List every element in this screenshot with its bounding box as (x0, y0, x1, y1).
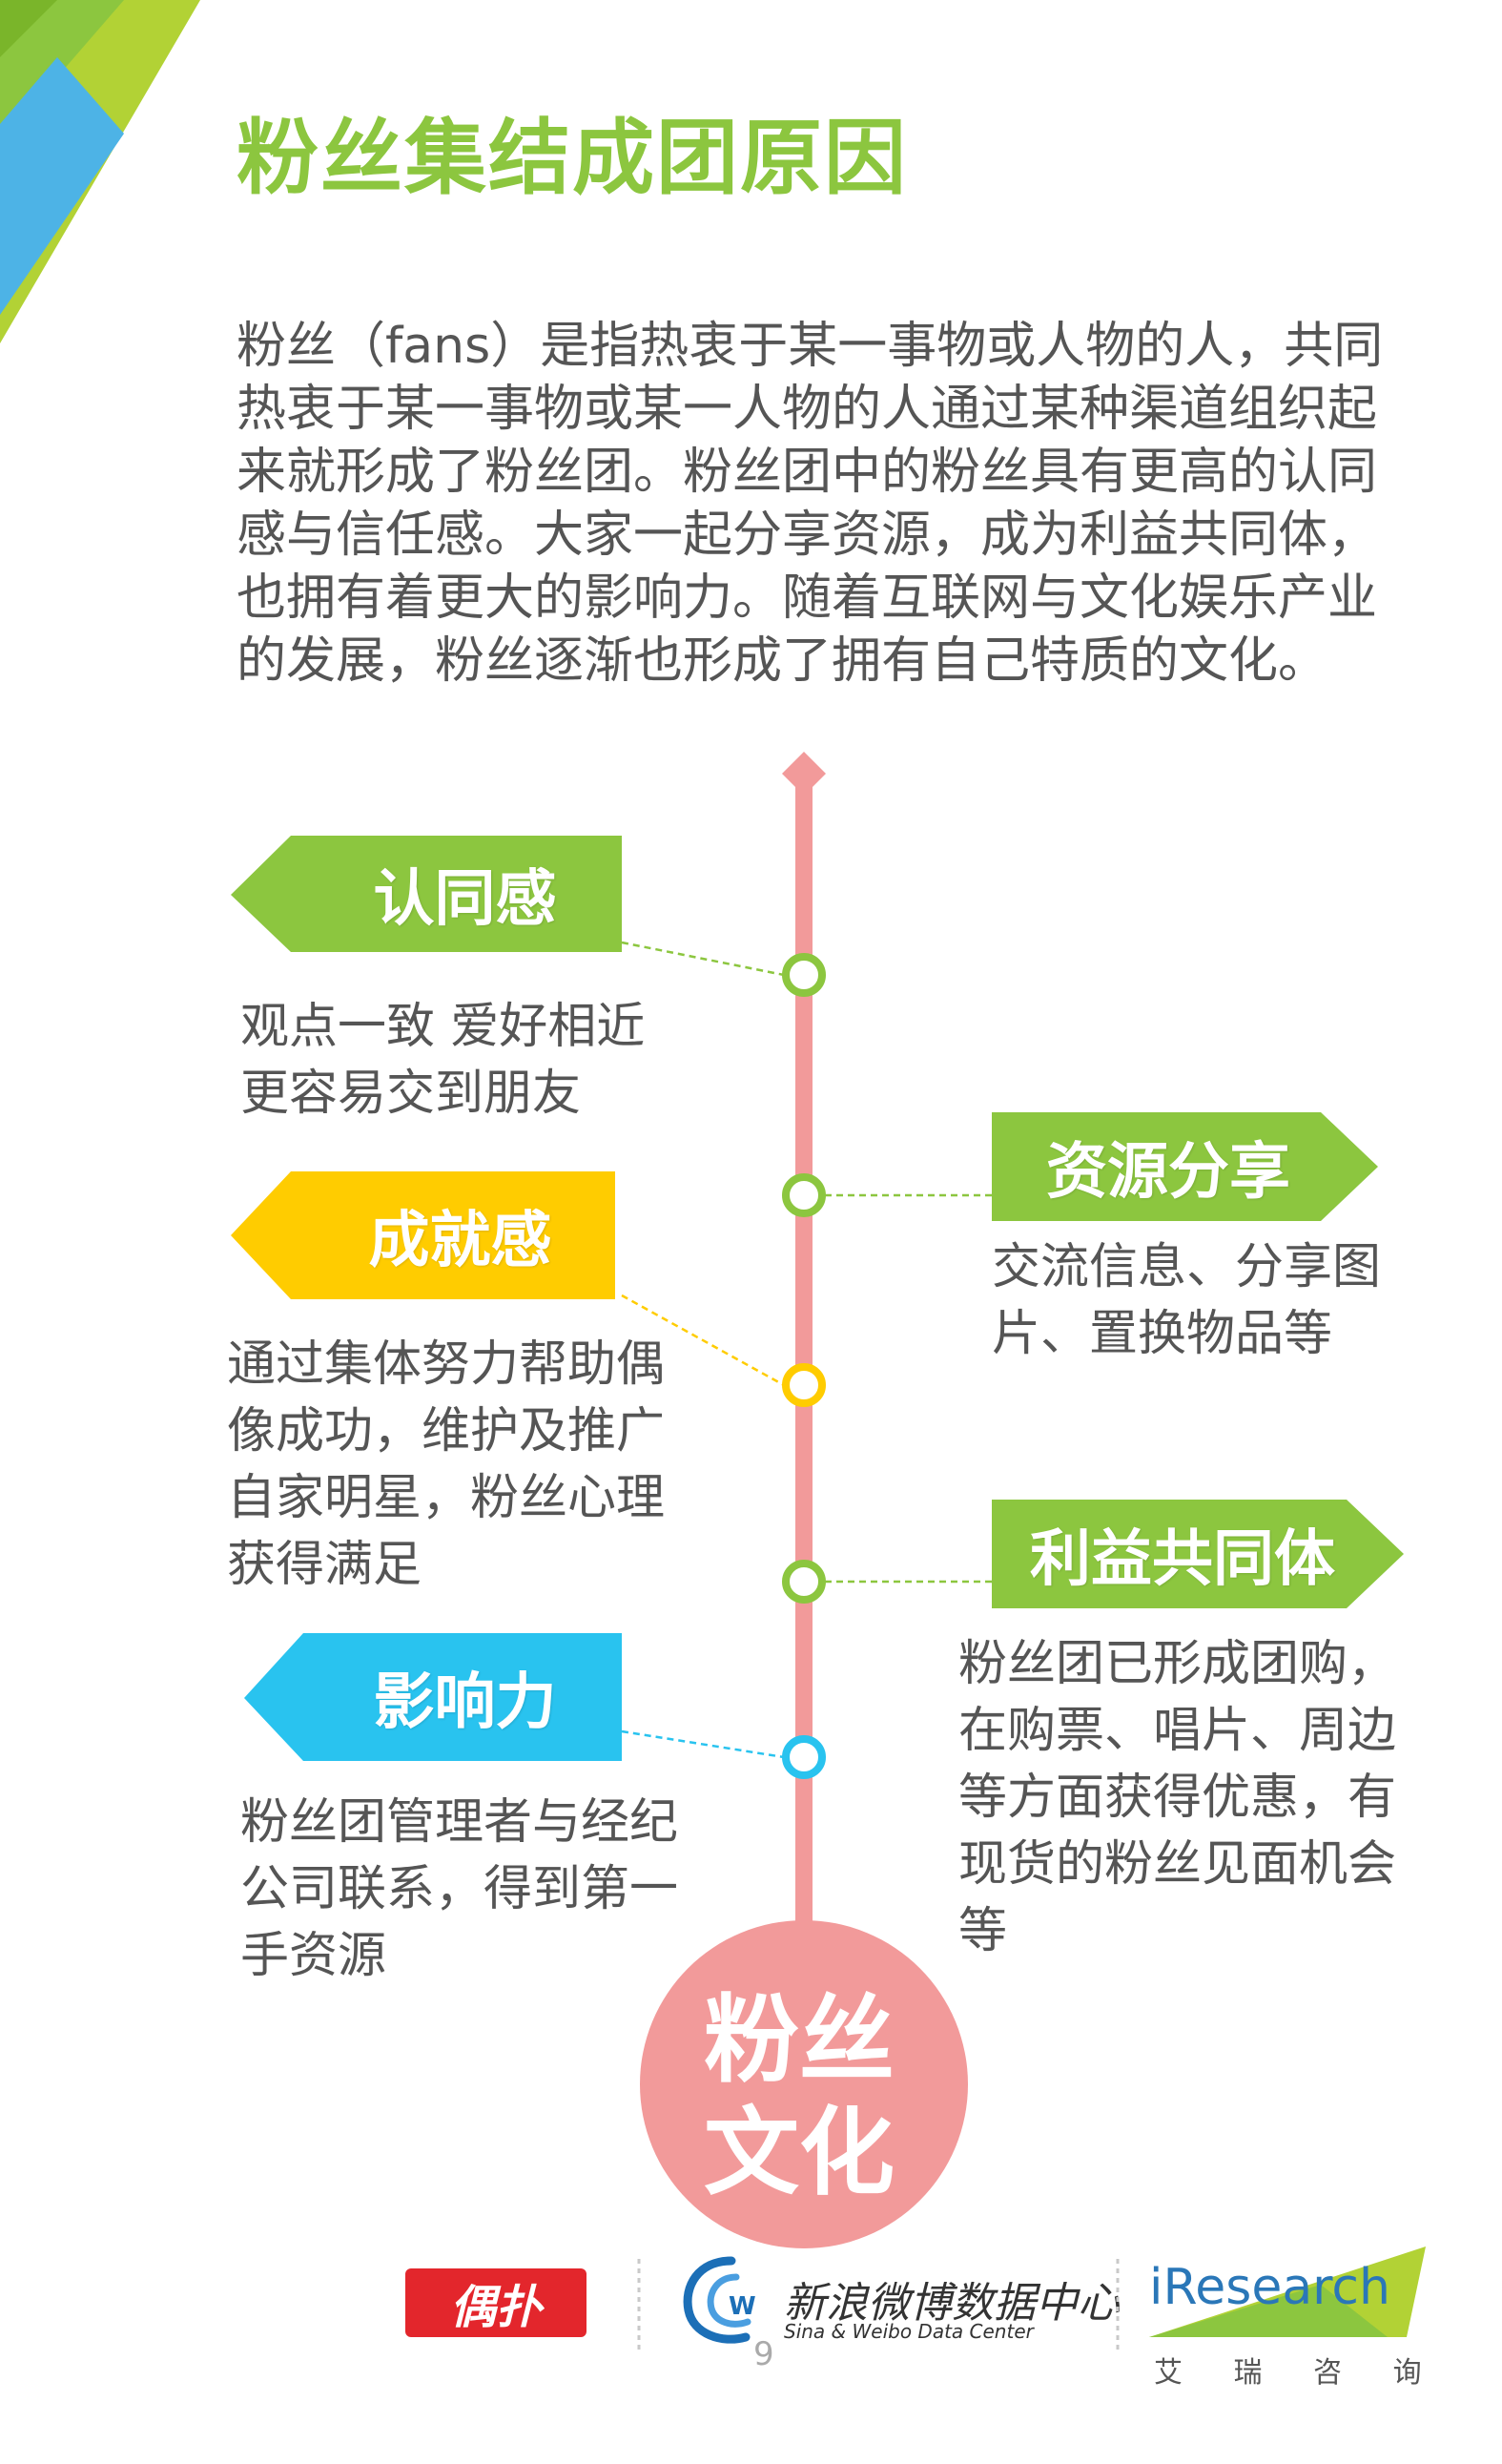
desc-sharing-line2: 片、置换物品等 (992, 1306, 1333, 1362)
desc-achievement-line1: 通过集体努力帮助偶 (227, 1336, 666, 1393)
desc-influence: 粉丝团管理者与经纪 公司联系，得到第一 手资源 (240, 1790, 678, 1990)
logo-oupu-text: 偶扑 (449, 2281, 542, 2334)
iresearch-logo-sub: 艾 瑞 咨 询 (1154, 2356, 1443, 2390)
label-interest: 利益共同体 (1030, 1524, 1335, 1595)
desc-interest-line2: 在购票、唱片、周边 (958, 1703, 1397, 1759)
page-number: 9 (753, 2335, 774, 2373)
desc-identity-line1: 观点一致 爱好相近 (240, 999, 646, 1055)
desc-interest: 粉丝团已形成团购， 在购票、唱片、周边 等方面获得优惠，有 现货的粉丝见面机会 … (958, 1631, 1396, 1965)
desc-interest-line3: 等方面获得优惠，有 (958, 1770, 1397, 1826)
svg-text:W: W (729, 2292, 756, 2321)
desc-achievement: 通过集体努力帮助偶 像成功，维护及推广 自家明星，粉丝心理 获得满足 (227, 1332, 665, 1599)
logo-oupu: 偶扑 (405, 2268, 586, 2337)
desc-identity: 观点一致 爱好相近 更容易交到朋友 (240, 994, 645, 1128)
weibo-logo-main: 新浪微博数据中心 (784, 2279, 1120, 2328)
desc-sharing-line1: 交流信息、分享图 (992, 1239, 1382, 1295)
divider-left (637, 2259, 641, 2350)
corner-decoration (0, 0, 200, 343)
desc-influence-line1: 粉丝团管理者与经纪 (240, 1794, 679, 1851)
iresearch-logo-main: iResearch (1149, 2259, 1390, 2316)
label-influence: 影响力 (373, 1667, 557, 1738)
label-achievement: 成就感 (368, 1206, 552, 1276)
desc-influence-line3: 手资源 (240, 1928, 387, 1984)
label-identity: 认同感 (373, 864, 557, 935)
desc-interest-line4: 现货的粉丝见面机会 (958, 1836, 1397, 1893)
desc-achievement-line2: 像成功，维护及推广 (227, 1403, 666, 1460)
page-title: 粉丝集结成团原因 (237, 111, 908, 206)
iresearch-logo-bg (1149, 2247, 1426, 2337)
center-line1: 粉丝 (704, 1984, 895, 2096)
desc-identity-line2: 更容易交到朋友 (240, 1066, 582, 1122)
desc-interest-line5: 等 (958, 1903, 1008, 1959)
desc-interest-line1: 粉丝团已形成团购， (958, 1636, 1397, 1692)
center-line2: 文化 (704, 2097, 895, 2208)
intro-paragraph: 粉丝（fans）是指热衷于某一事物或人物的人，共同热衷于某一事物或某一人物的人通… (237, 318, 1384, 690)
desc-influence-line2: 公司联系，得到第一 (240, 1861, 679, 1917)
desc-sharing: 交流信息、分享图 片、置换物品等 (992, 1234, 1381, 1368)
divider-right (1116, 2259, 1120, 2350)
desc-achievement-line4: 获得满足 (227, 1537, 422, 1593)
weibo-logo-sub: Sina & Weibo Data Center (784, 2320, 1034, 2343)
weibo-logo-icon: W (683, 2256, 756, 2344)
center-circle-label: 粉丝 文化 (637, 1984, 961, 2209)
label-sharing: 资源分享 (1046, 1137, 1290, 1208)
desc-achievement-line3: 自家明星，粉丝心理 (227, 1470, 666, 1526)
